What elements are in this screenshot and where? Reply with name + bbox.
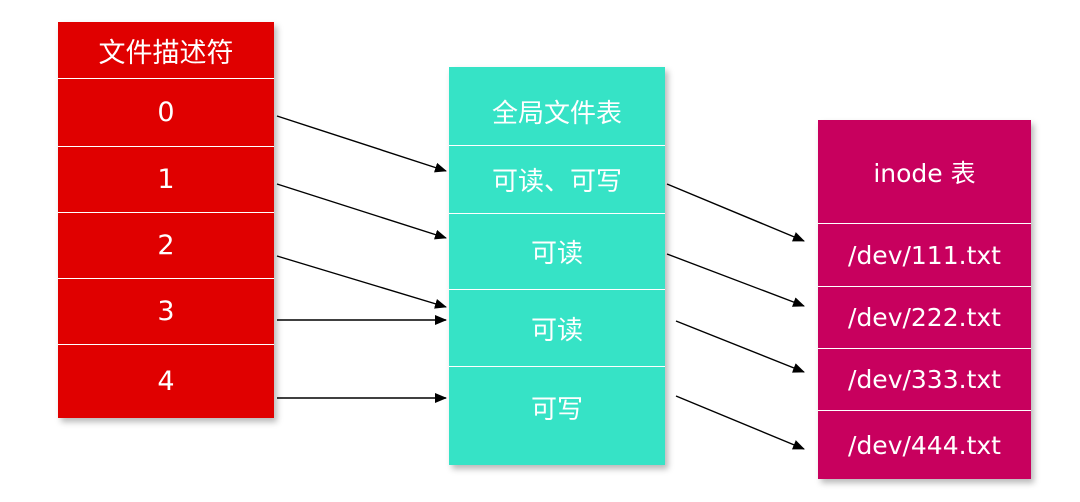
fd-row-2: 2 [58,212,274,278]
fd-row-3: 3 [58,278,274,344]
inode-row-0: /dev/111.txt [818,223,1031,286]
gft-row-3: 可写 [449,366,665,447]
inode-row-3: /dev/444.txt [818,410,1031,479]
inode-table-header: inode 表 [873,158,976,188]
arrow-gft0-to-inode0 [666,183,805,242]
inode-row-1: /dev/222.txt [818,286,1031,348]
fd-table: 文件描述符 0 1 2 3 4 [58,22,274,418]
arrow-gft1-to-inode1 [666,253,805,307]
global-file-table-header: 全局文件表 [491,98,622,129]
global-file-table: 全局文件表 可读、可写 可读 可读 可写 [449,67,665,465]
arrow-fd0-to-gft0 [276,115,447,173]
fd-row-4: 4 [58,344,274,418]
inode-table: inode 表 /dev/111.txt /dev/222.txt /dev/3… [818,120,1031,479]
fd-row-0: 0 [58,78,274,146]
arrow-gft2-to-inode2 [675,320,805,373]
fd-table-header: 文件描述符 [98,37,234,69]
arrow-fd1-to-gft1 [276,183,447,240]
inode-row-2: /dev/333.txt [818,348,1031,410]
arrow-gft3-to-inode3 [675,395,805,450]
fd-row-1: 1 [58,146,274,212]
gft-row-1: 可读 [449,213,665,289]
gft-row-0: 可读、可写 [449,145,665,213]
arrow-fd2-to-gft2 [276,255,447,309]
gft-row-2: 可读 [449,289,665,366]
